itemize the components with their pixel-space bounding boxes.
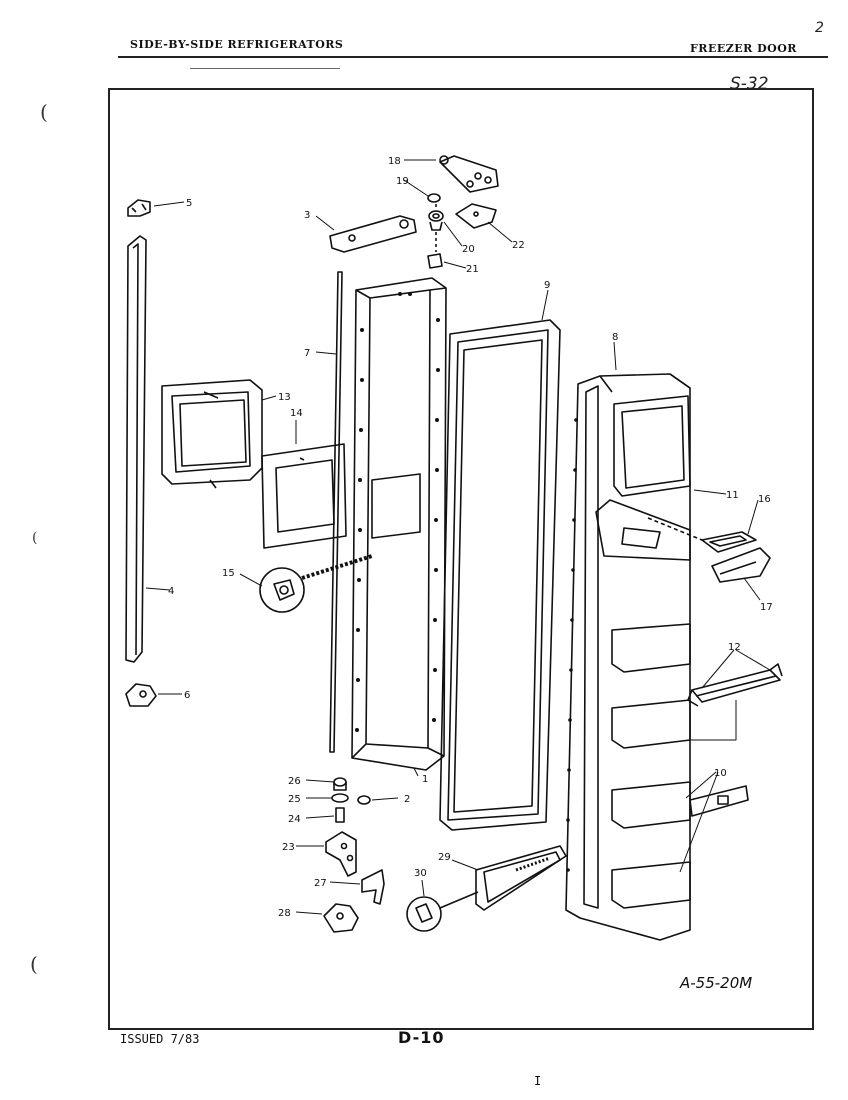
part-22-hinge-shim bbox=[455, 203, 497, 229]
callout-17: 17 bbox=[760, 602, 773, 613]
part-16-drip-tray bbox=[701, 531, 757, 553]
callout-28: 28 bbox=[278, 908, 291, 919]
part-28-door-closing-cam bbox=[323, 903, 359, 933]
part-7-hinge-rod bbox=[329, 271, 343, 753]
part-30-clip-detail bbox=[406, 891, 479, 932]
callout-20: 20 bbox=[462, 244, 475, 255]
part-6-bottom-cap bbox=[125, 683, 157, 707]
part-10-shelf-bar bbox=[689, 785, 749, 817]
part-21-hinge-pin bbox=[427, 253, 443, 269]
part-12-shelf-retainer bbox=[687, 663, 783, 707]
callout-12: 12 bbox=[728, 642, 741, 653]
part-8-door-liner bbox=[565, 373, 691, 941]
catalog-section-title: SIDE-BY-SIDE REFRIGERATORS bbox=[130, 38, 344, 51]
part-20-hinge-bushing bbox=[428, 210, 444, 231]
callout-14: 14 bbox=[290, 408, 303, 419]
issued-date: ISSUED 7/83 bbox=[120, 1032, 200, 1046]
callout-23: 23 bbox=[282, 842, 295, 853]
part-25-hinge-washer bbox=[331, 793, 349, 803]
component-title: FREEZER DOOR bbox=[690, 42, 797, 55]
binder-hole-mark: ( bbox=[32, 530, 38, 546]
diagram-frame bbox=[108, 88, 814, 1030]
callout-8: 8 bbox=[612, 332, 618, 343]
part-23-bottom-hinge bbox=[325, 831, 357, 877]
part-27-hinge-bracket bbox=[361, 869, 385, 905]
part-17-dispenser-lever bbox=[711, 547, 771, 583]
callout-1: 1 bbox=[422, 774, 428, 785]
callout-18: 18 bbox=[388, 156, 401, 167]
part-2-nut bbox=[357, 795, 371, 805]
part-26-hinge-bushing bbox=[333, 777, 347, 791]
part-18-top-hinge bbox=[439, 155, 499, 193]
callout-26: 26 bbox=[288, 776, 301, 787]
header-rule-faint bbox=[190, 68, 340, 69]
callout-24: 24 bbox=[288, 814, 301, 825]
binder-hole-mark: ( bbox=[30, 952, 38, 976]
part-19-hinge-washer bbox=[427, 193, 441, 203]
binder-hole-mark: ( bbox=[40, 100, 48, 124]
drawing-number: A-55-20M bbox=[679, 974, 752, 992]
callout-5: 5 bbox=[186, 198, 192, 209]
part-24-hinge-pin bbox=[335, 807, 345, 823]
callout-3: 3 bbox=[304, 210, 310, 221]
callout-6: 6 bbox=[184, 690, 190, 701]
part-15-wire-harness-detail bbox=[259, 554, 373, 613]
callout-29: 29 bbox=[438, 852, 451, 863]
part-3-hinge-bracket bbox=[329, 215, 417, 253]
part-4-door-trim bbox=[125, 235, 147, 663]
callout-7: 7 bbox=[304, 348, 310, 359]
part-1-door-frame bbox=[351, 277, 447, 771]
callout-4: 4 bbox=[168, 586, 174, 597]
part-5-top-cap bbox=[127, 199, 151, 217]
callout-27: 27 bbox=[314, 878, 327, 889]
callout-21: 21 bbox=[466, 264, 479, 275]
part-9-door-gasket bbox=[439, 319, 561, 831]
callout-9: 9 bbox=[544, 280, 550, 291]
callout-30: 30 bbox=[414, 868, 427, 879]
callout-19: 19 bbox=[396, 176, 409, 187]
part-13-dispenser-frame bbox=[161, 379, 263, 489]
callout-16: 16 bbox=[758, 494, 771, 505]
part-29-bottom-trim bbox=[475, 845, 567, 911]
callout-10: 10 bbox=[714, 768, 727, 779]
page-code: D-10 bbox=[398, 1028, 445, 1047]
callout-2: 2 bbox=[404, 794, 410, 805]
callout-11: 11 bbox=[726, 490, 739, 501]
callout-22: 22 bbox=[512, 240, 525, 251]
corner-handwritten-mark: 2 bbox=[815, 20, 824, 36]
callout-13: 13 bbox=[278, 392, 291, 403]
callout-25: 25 bbox=[288, 794, 301, 805]
callout-15: 15 bbox=[222, 568, 235, 579]
callout-leaders bbox=[145, 159, 771, 915]
page-tick: I bbox=[534, 1074, 542, 1088]
header-rule bbox=[118, 56, 828, 58]
